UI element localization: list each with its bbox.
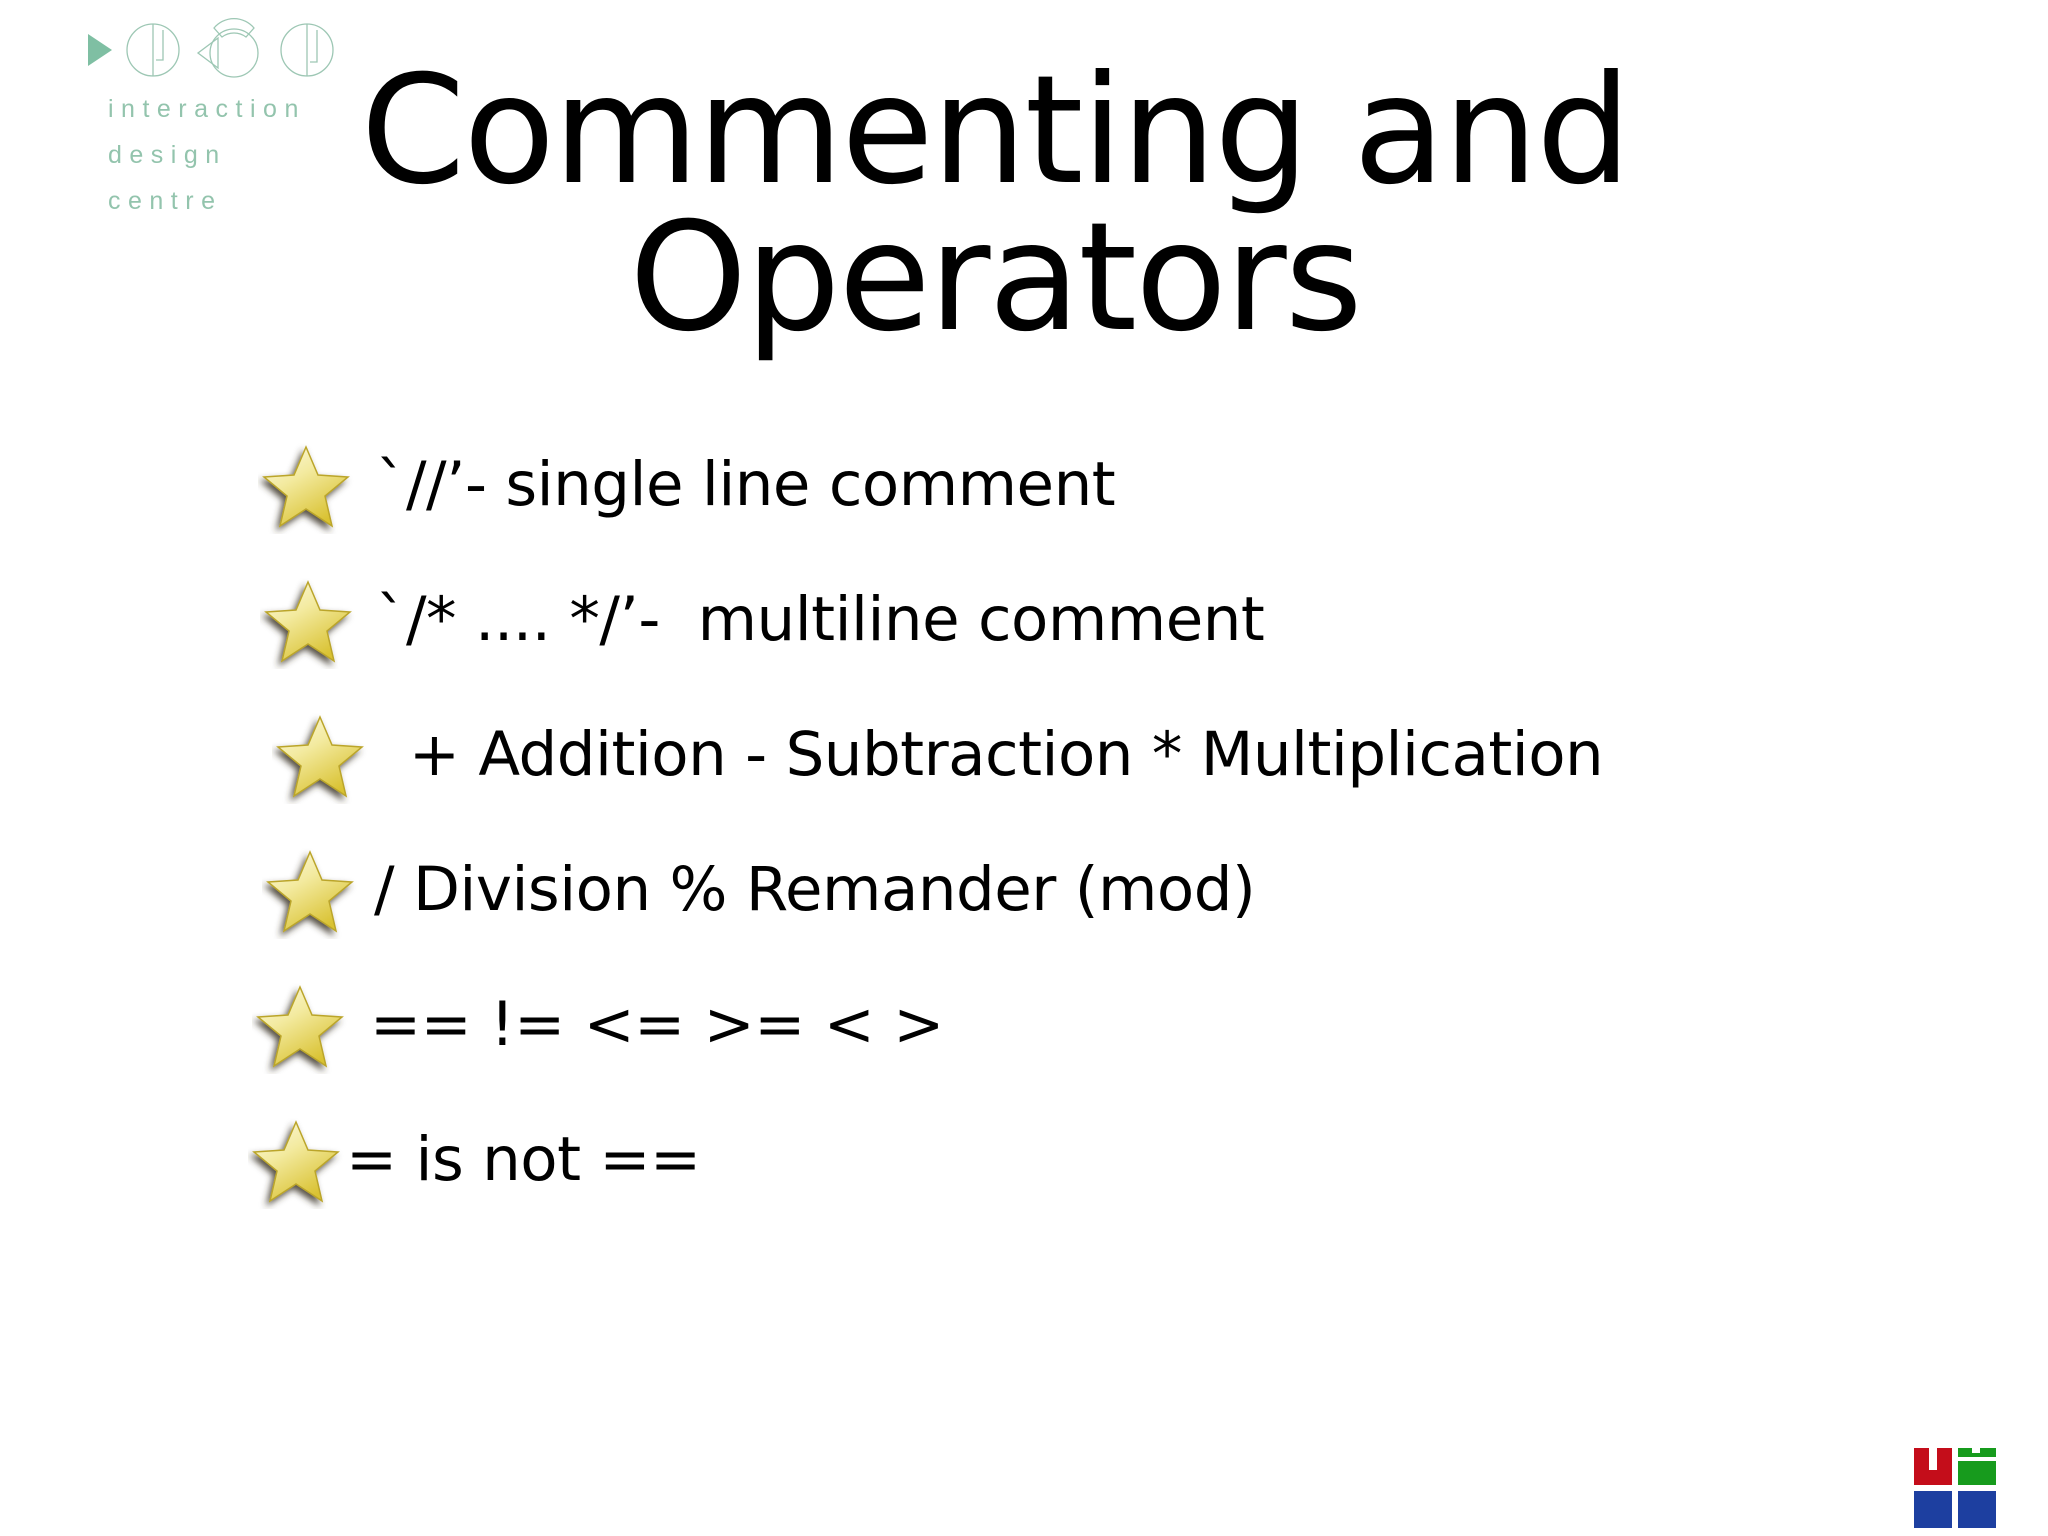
gold-star-icon (272, 708, 368, 804)
list-item-label: == != <= >= < > (370, 989, 944, 1061)
list-item: `/* .... */’- multiline comment (252, 553, 1952, 688)
brand-wordmark: interaction design centre (78, 86, 378, 224)
logo-blue-square-right-icon (1958, 1491, 1996, 1528)
gold-star-icon (258, 438, 354, 534)
list-item-label: `//’- single line comment (376, 449, 1116, 521)
list-item-label: `/* .... */’- multiline comment (376, 584, 1265, 656)
gold-star-icon (252, 978, 348, 1074)
university-logo (1914, 1448, 2000, 1528)
list-item: == != <= >= < > (252, 958, 1952, 1093)
brand-line-centre: centre (108, 187, 223, 215)
list-item: / Division % Remander (mod) (252, 823, 1952, 958)
gold-star-icon (248, 1113, 344, 1209)
logo-red-u-icon (1914, 1448, 1952, 1485)
slide-title: Commenting and Operators (360, 44, 1632, 365)
gold-star-icon (262, 843, 358, 939)
split-circle-mark-icon (196, 18, 259, 78)
list-item: = is not == (252, 1093, 1952, 1228)
logo-blue-square-left-icon (1914, 1491, 1952, 1528)
pie-wedge-mark-icon (280, 23, 334, 77)
brand-marks-group (88, 18, 334, 78)
list-item: `//’- single line comment (252, 418, 1952, 553)
list-item: + Addition - Subtraction * Multiplicatio… (252, 688, 1952, 823)
triangle-mark-icon (88, 34, 112, 66)
list-item-label: / Division % Remander (mod) (374, 854, 1256, 926)
brand-line-design: design (108, 141, 227, 169)
list-item-label: = is not == (346, 1124, 701, 1196)
pie-circle-mark-icon (126, 23, 180, 77)
bullet-list: `//’- single line comment `/* .... */’- … (252, 418, 1952, 1228)
brand-logo: interaction design centre (78, 10, 378, 224)
gold-star-icon (260, 573, 356, 669)
logo-green-block-icon (1958, 1448, 1996, 1485)
list-item-label: + Addition - Subtraction * Multiplicatio… (390, 719, 1604, 791)
brand-line-interaction: interaction (108, 95, 306, 123)
